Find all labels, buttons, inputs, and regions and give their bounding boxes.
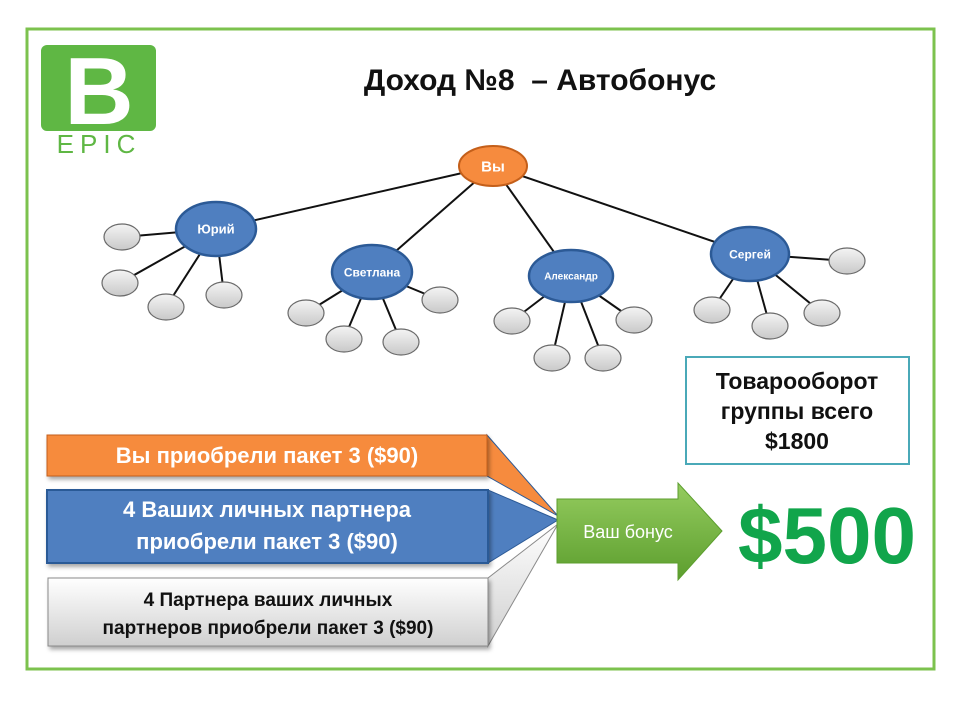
bonus-label: Ваш бонус [583, 522, 673, 542]
slide-frame [25, 27, 936, 671]
partner-node [174, 200, 258, 258]
leaf-node [828, 247, 866, 275]
logo-tile [41, 45, 156, 131]
leaf-node [101, 269, 139, 297]
leaf-node [533, 344, 571, 372]
partner-node [527, 248, 615, 304]
turnover-line1: Товарооборот [716, 368, 878, 394]
leaf-node [325, 325, 363, 353]
condition-partners-box: 4 Ваших личных партнера приобрели пакет … [46, 489, 489, 564]
logo-letter: B [64, 38, 133, 145]
leaf-node [615, 306, 653, 334]
leaf-node [205, 281, 243, 309]
condition-partners-line1: 4 Ваших личных партнера [123, 497, 412, 522]
turnover-box: Товарооборот группы всего $1800 [685, 356, 910, 465]
turnover-line3: $1800 [765, 428, 829, 454]
root-node-label: Вы [481, 158, 505, 175]
leaf-node [803, 299, 841, 327]
condition-you-text: Вы приобрели пакет 3 ($90) [116, 443, 418, 468]
logo-text: EPIC [57, 129, 142, 159]
leaf-node [584, 344, 622, 372]
partner-node [709, 225, 791, 283]
condition-second-line-box: 4 Партнера ваших личных партнеров приобр… [47, 577, 489, 647]
edge-root-child [492, 165, 751, 255]
leaf-node [382, 328, 420, 356]
leaf-node [287, 299, 325, 327]
condition-second-line1: 4 Партнера ваших личных [144, 590, 393, 611]
leaf-node [421, 286, 459, 314]
bonus-amount: $500 [738, 491, 916, 580]
leaf-node [693, 296, 731, 324]
logo: B EPIC [41, 38, 156, 159]
root-node [458, 145, 528, 187]
bonus-arrow: Ваш бонус [556, 481, 723, 582]
partner-node-label: Сергей [729, 247, 771, 261]
condition-partners-line2: приобрели пакет 3 ($90) [136, 529, 398, 554]
edge-root-child [215, 165, 494, 230]
page-title: Доход №8 – Автобонус [364, 64, 716, 97]
partner-node [330, 243, 414, 301]
leaf-node [147, 293, 185, 321]
leaf-node [103, 223, 141, 251]
partner-node-label: Юрий [197, 222, 234, 237]
turnover-line2: группы всего [721, 398, 873, 424]
leaf-node [493, 307, 531, 335]
partner-node-label: Светлана [344, 265, 401, 279]
leaf-node [751, 312, 789, 340]
condition-second-line2: партнеров приобрели пакет 3 ($90) [103, 618, 434, 639]
partner-node-label: Александр [544, 272, 598, 283]
condition-you-box: Вы приобрели пакет 3 ($90) [46, 434, 488, 477]
